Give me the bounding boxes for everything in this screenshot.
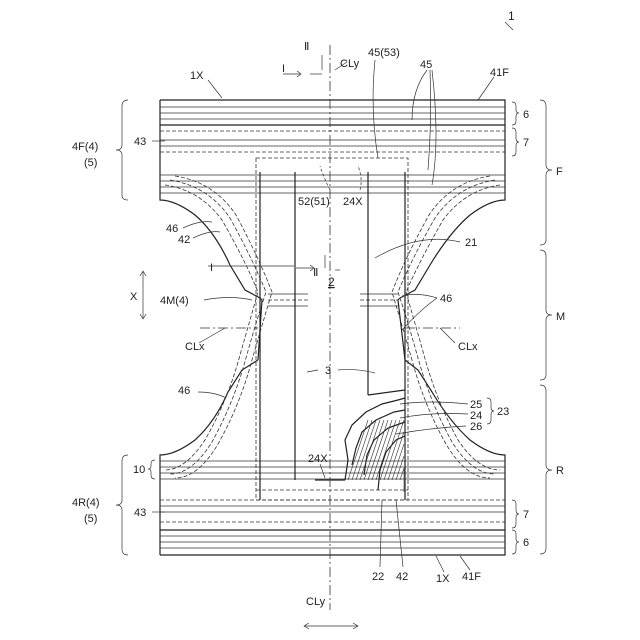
label-26: 26 xyxy=(470,421,482,433)
label-7-bottom: 7 xyxy=(523,509,529,521)
label-23: 23 xyxy=(497,406,509,418)
label-cly-bottom: CLy xyxy=(306,596,326,608)
hatch-line xyxy=(364,420,384,480)
fig-number-label: 1 xyxy=(508,9,515,23)
label-7-top: 7 xyxy=(523,137,529,149)
label-4m: 4M(4) xyxy=(160,295,189,307)
crotch-section xyxy=(165,176,500,478)
y-direction-arrow xyxy=(304,623,358,629)
label-52-51: 52(51) xyxy=(298,196,330,208)
label-24x-top: 24X xyxy=(343,196,363,208)
label-x: X xyxy=(130,291,138,303)
label-6-bottom: 6 xyxy=(523,537,529,549)
label-46-upper-left: 46 xyxy=(166,223,178,235)
label-21: 21 xyxy=(465,237,477,249)
label-cly-top: CLy xyxy=(340,58,360,70)
hatch-line xyxy=(380,420,400,480)
leader-lines xyxy=(152,22,513,572)
label-45: 45 xyxy=(420,59,432,71)
hatch-line xyxy=(368,420,388,480)
labels: 1 1X Ⅱ I CLy 45(53) 45 41F 6 7 4F(4) (5)… xyxy=(72,9,565,608)
label-10: 10 xyxy=(133,464,145,476)
label-43-bottom: 43 xyxy=(134,507,146,519)
label-4r-5: (5) xyxy=(84,513,97,525)
label-42-bottom: 42 xyxy=(396,571,408,583)
label-4f: 4F(4) xyxy=(72,141,98,153)
x-direction-arrow xyxy=(140,271,146,319)
hatch-line xyxy=(360,420,380,480)
label-6-top: 6 xyxy=(523,109,529,121)
hatch-line xyxy=(372,420,392,480)
label-42-left: 42 xyxy=(178,234,190,246)
braces xyxy=(116,100,552,555)
label-4r: 4R(4) xyxy=(72,497,100,509)
label-41f-bottom: 41F xyxy=(462,571,481,583)
label-46-lower-left: 46 xyxy=(178,385,190,397)
label-ii-mid: Ⅱ xyxy=(313,267,318,279)
hatch-line xyxy=(396,456,404,480)
label-45-53: 45(53) xyxy=(368,47,400,59)
label-r: R xyxy=(556,465,564,477)
label-i-mid: I xyxy=(210,262,213,274)
label-4f-5: (5) xyxy=(84,157,97,169)
label-1x-bottom: 1X xyxy=(436,573,450,585)
label-sec-ii-top: Ⅱ xyxy=(304,41,309,53)
label-clx-left: CLx xyxy=(185,341,205,353)
label-46-right: 46 xyxy=(440,293,452,305)
label-3: 3 xyxy=(325,365,331,377)
absorbent-body xyxy=(256,158,408,500)
label-22: 22 xyxy=(372,571,384,583)
label-f: F xyxy=(556,166,563,178)
label-1x-top: 1X xyxy=(190,70,204,82)
cutaway-hatch xyxy=(348,420,404,492)
section-markers xyxy=(208,55,340,271)
label-41f-top: 41F xyxy=(490,67,509,79)
hatch-line xyxy=(400,468,404,480)
label-clx-right: CLx xyxy=(458,341,478,353)
label-2: 2 xyxy=(328,275,335,289)
label-24x-bottom: 24X xyxy=(308,453,328,465)
rear-waist-band xyxy=(160,360,505,555)
label-43-top: 43 xyxy=(134,136,146,148)
label-sec-i-top: I xyxy=(282,63,285,75)
label-m: M xyxy=(556,311,565,323)
